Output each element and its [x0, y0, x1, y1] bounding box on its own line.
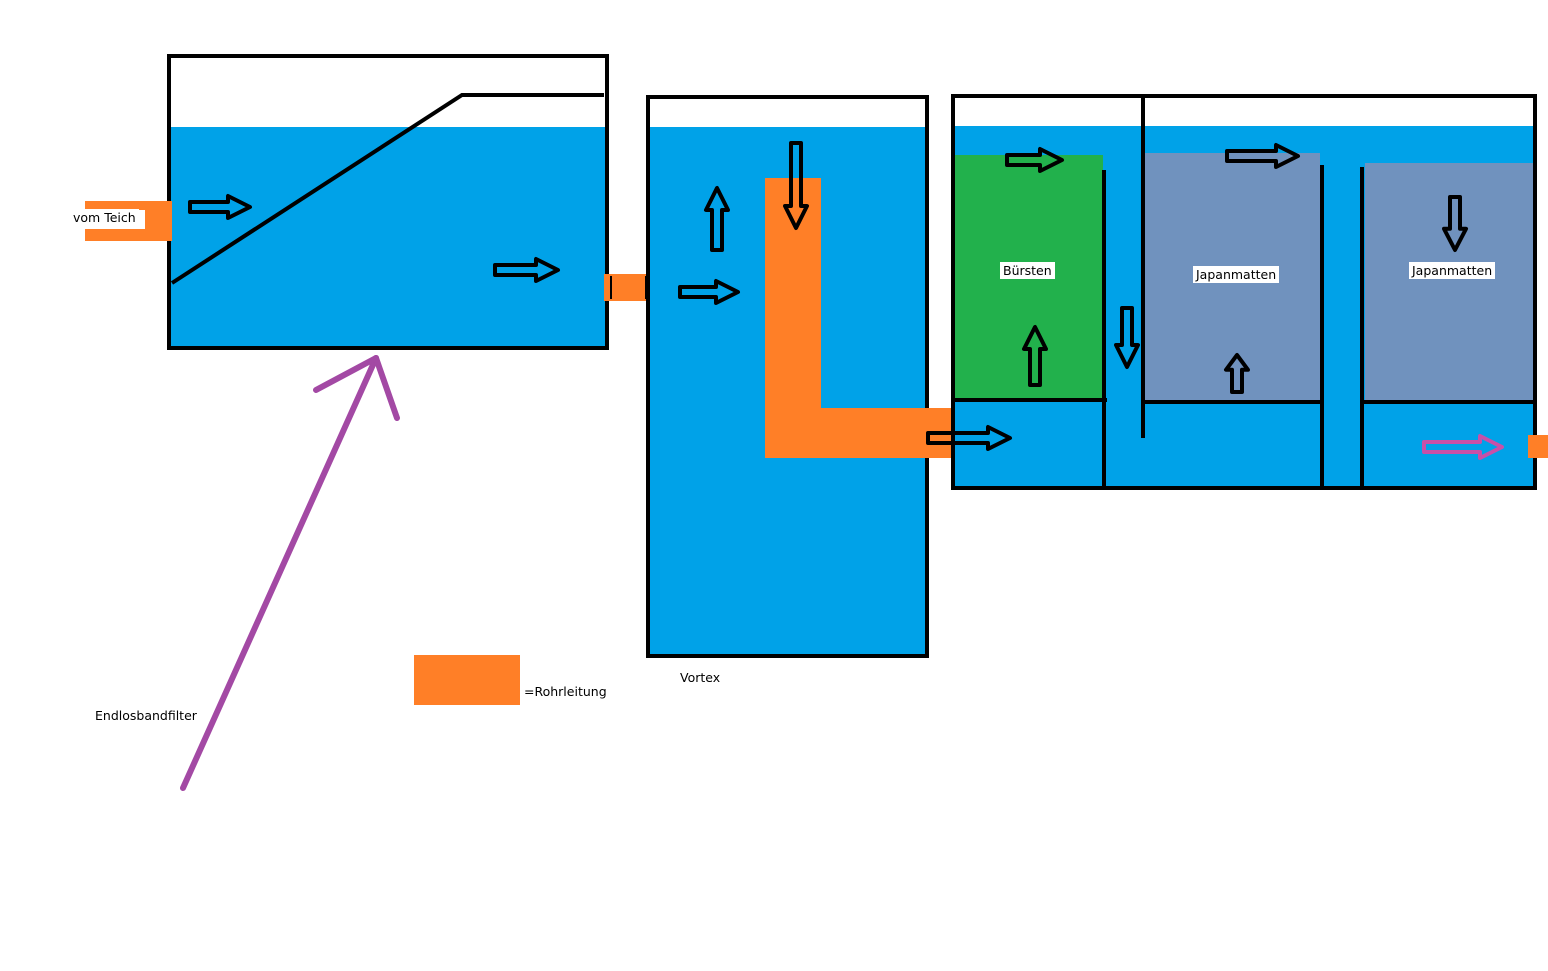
vortex-tank — [646, 95, 929, 658]
vortex-l-pipe — [765, 178, 957, 458]
flow-arrow-icon — [1442, 195, 1468, 252]
flow-arrow-icon — [926, 425, 1012, 451]
filter-belt — [170, 93, 604, 285]
brushes-label: Bürsten — [1000, 262, 1055, 279]
flow-arrow-icon — [1224, 353, 1250, 394]
flow-arrow-icon — [1022, 325, 1048, 387]
flow-arrow-icon — [493, 257, 560, 283]
flow-arrows — [188, 141, 1504, 460]
pointer-arrow — [180, 355, 400, 791]
mats-label-1: Japanmatten — [1193, 266, 1280, 283]
chamber-walls — [955, 96, 1535, 488]
legend-pipe-swatch — [414, 655, 520, 705]
flow-arrow-icon — [1005, 147, 1064, 173]
flow-arrow-icon — [1422, 434, 1504, 460]
belt-filter-label: Endlosbandfilter — [95, 708, 197, 723]
flow-arrow-icon — [704, 186, 730, 252]
inlet-label: vom Teich — [70, 209, 139, 226]
outlet-pipe — [1528, 435, 1548, 458]
legend-label: =Rohrleitung — [524, 684, 607, 699]
chamber-tank — [951, 94, 1537, 490]
mats-label-2: Japanmatten — [1409, 262, 1496, 279]
flow-arrow-icon — [1114, 306, 1140, 369]
flow-arrow-icon — [678, 279, 740, 305]
flow-arrow-icon — [783, 141, 809, 230]
vortex-label: Vortex — [680, 670, 721, 685]
flow-arrow-icon — [1225, 143, 1300, 169]
flow-arrow-icon — [188, 194, 252, 220]
belt-filter-water — [171, 127, 605, 346]
